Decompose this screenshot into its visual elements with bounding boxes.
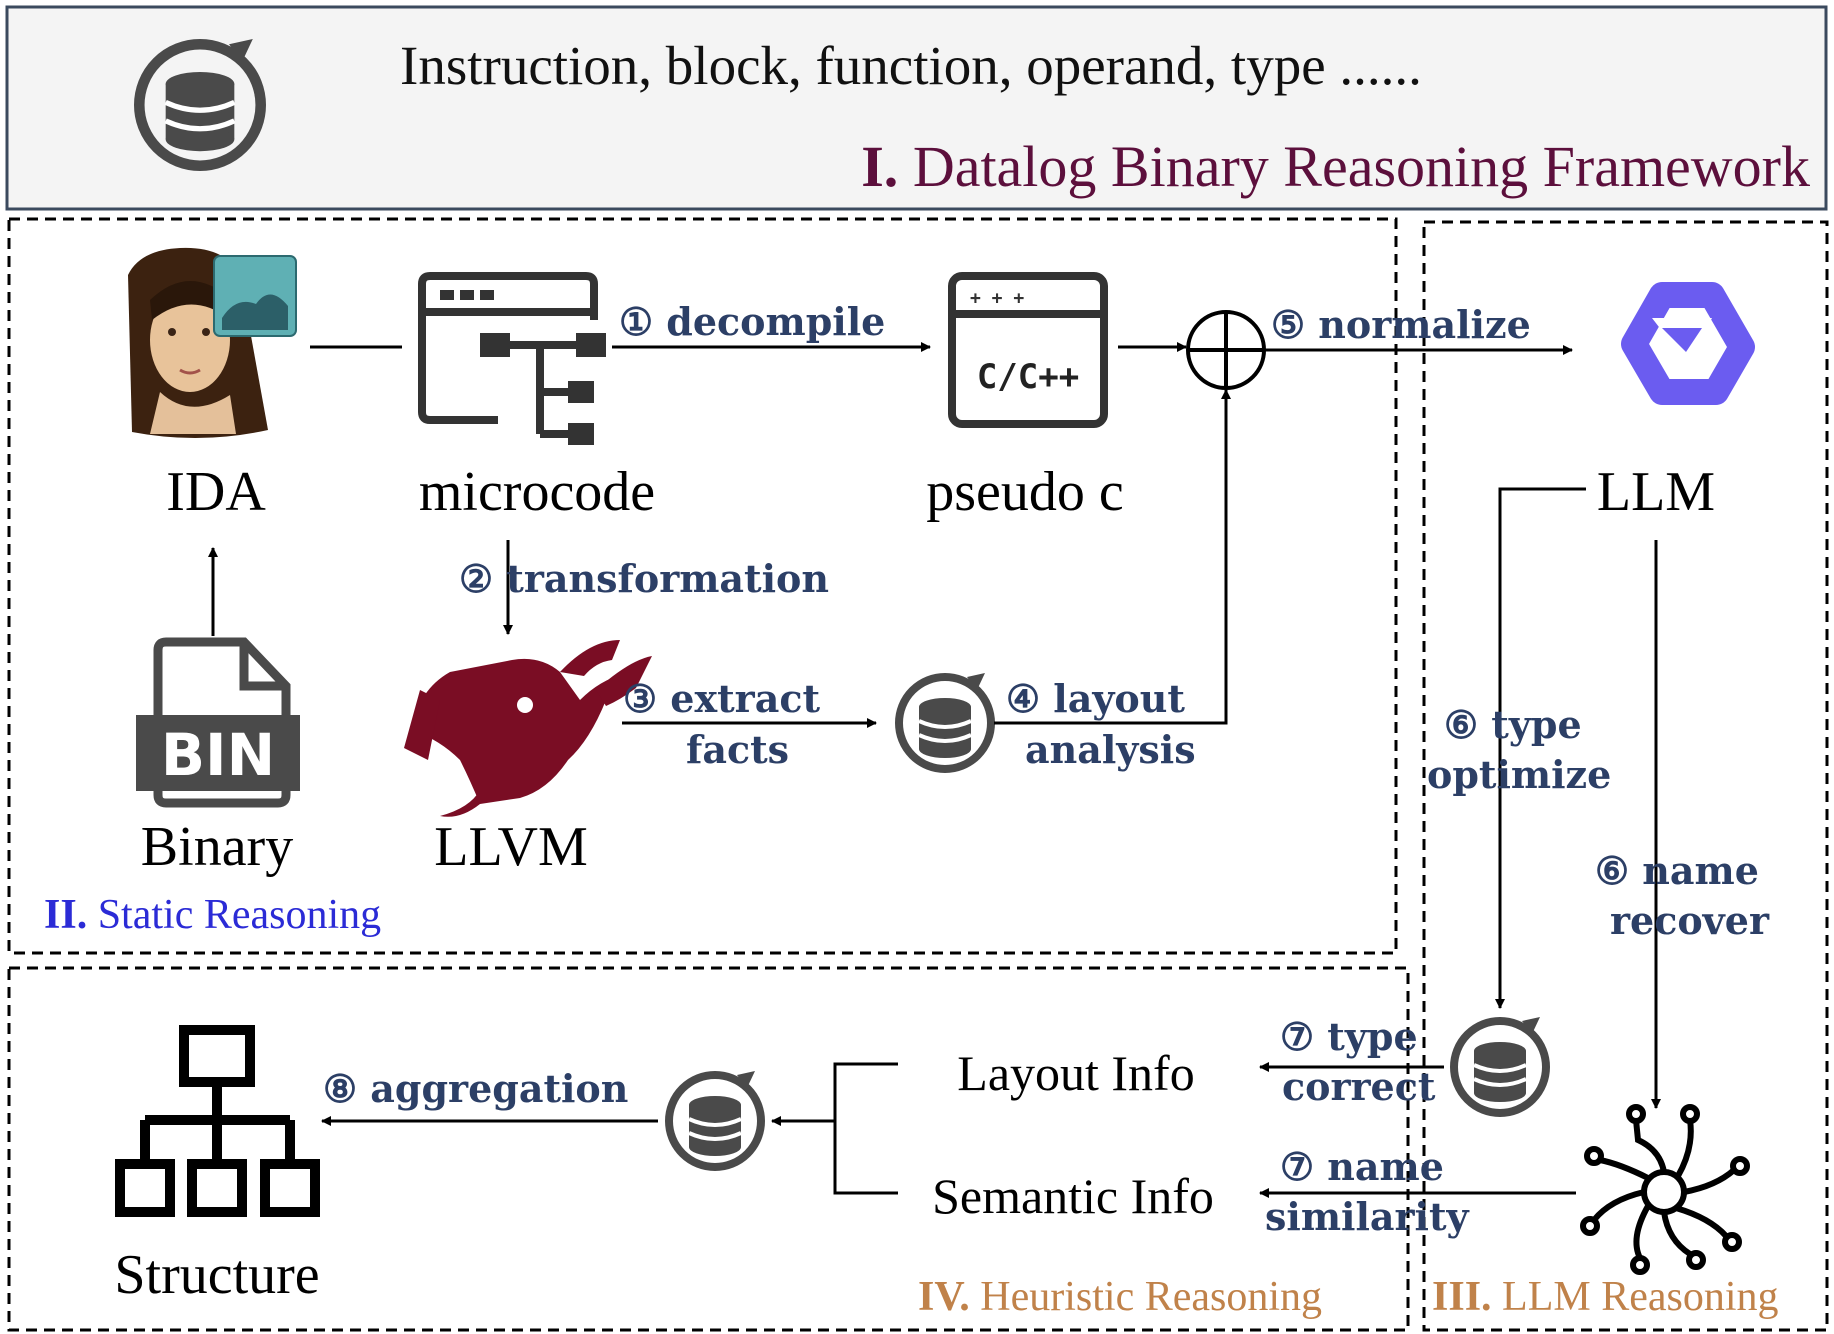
static-reasoning-caption: II. Static Reasoning <box>44 892 381 938</box>
svg-text:+ + +: + + + <box>970 288 1024 309</box>
type-optimize-label-line2: optimize <box>1427 752 1611 797</box>
layout-analysis-arrow <box>994 389 1231 725</box>
pseudo-c-label: pseudo c <box>926 461 1124 523</box>
name-recover-label-line2: recover <box>1610 898 1770 943</box>
heuristic-database-icon <box>669 1071 761 1167</box>
binary-label: Binary <box>141 816 293 878</box>
window-dots <box>440 290 494 300</box>
cpp-icon-text: C/C++ <box>977 357 1079 397</box>
bin-file-icon: BIN <box>136 637 300 808</box>
info-bracket <box>833 1062 898 1195</box>
ai-circuit-icon <box>1580 1104 1750 1275</box>
extract-label-line1: ③ extract <box>623 676 820 721</box>
framework-title-text: Datalog Binary Reasoning Framework <box>913 134 1810 199</box>
structure-label: Structure <box>114 1244 319 1306</box>
connectors <box>208 342 1661 1198</box>
bin-icon-text: BIN <box>161 721 275 789</box>
normalize-label: ⑤ normalize <box>1271 302 1531 347</box>
extract-label-line2: facts <box>686 727 789 772</box>
llm-database-icon <box>1454 1017 1546 1113</box>
qwen-logo-icon <box>1621 282 1755 405</box>
framework-subtitle: Instruction, block, function, operand, t… <box>400 35 1422 96</box>
hierarchy-icon <box>115 1025 320 1217</box>
type-correct-label-line1: ⑦ type <box>1280 1014 1418 1059</box>
framework-title: I. Datalog Binary Reasoning Framework <box>861 134 1810 199</box>
static-database-icon <box>899 673 991 769</box>
llvm-label: LLVM <box>434 816 588 878</box>
cpp-window-icon: + + + C/C++ <box>948 272 1108 428</box>
name-similarity-label-line1: ⑦ name <box>1280 1144 1444 1189</box>
framework-num: I. <box>861 134 898 199</box>
type-optimize-arrow <box>1495 487 1586 1009</box>
microcode-label: microcode <box>419 461 655 523</box>
layout-label-line1: ④ layout <box>1006 676 1185 721</box>
llm-reasoning-caption: III. LLM Reasoning <box>1432 1274 1779 1320</box>
layout-info-label: Layout Info <box>957 1045 1194 1101</box>
static-reasoning-box <box>7 217 1398 955</box>
llvm-dragon-icon <box>404 640 652 817</box>
name-similarity-label-line2: similarity <box>1265 1194 1470 1239</box>
heuristic-reasoning-box <box>7 966 1410 1332</box>
llm-reasoning-box <box>1422 220 1829 1332</box>
type-optimize-label-line1: ⑥ type <box>1444 702 1582 747</box>
window-tree-icon <box>418 272 606 445</box>
transformation-label: ② transformation <box>459 556 829 601</box>
decompile-label: ① decompile <box>619 299 885 344</box>
semantic-info-label: Semantic Info <box>932 1168 1214 1224</box>
ida-label: IDA <box>166 461 266 523</box>
type-correct-label-line2: correct <box>1282 1064 1436 1109</box>
circled-plus-icon <box>1186 310 1266 390</box>
aggregation-label: ⑧ aggregation <box>323 1066 628 1111</box>
layout-label-line2: analysis <box>1025 727 1196 772</box>
heuristic-reasoning-caption: IV. Heuristic Reasoning <box>918 1274 1322 1320</box>
framework-box <box>5 5 1828 211</box>
llm-label: LLM <box>1597 461 1715 523</box>
name-recover-label-line1: ⑥ name <box>1595 848 1759 893</box>
ida-portrait-icon <box>128 247 297 439</box>
